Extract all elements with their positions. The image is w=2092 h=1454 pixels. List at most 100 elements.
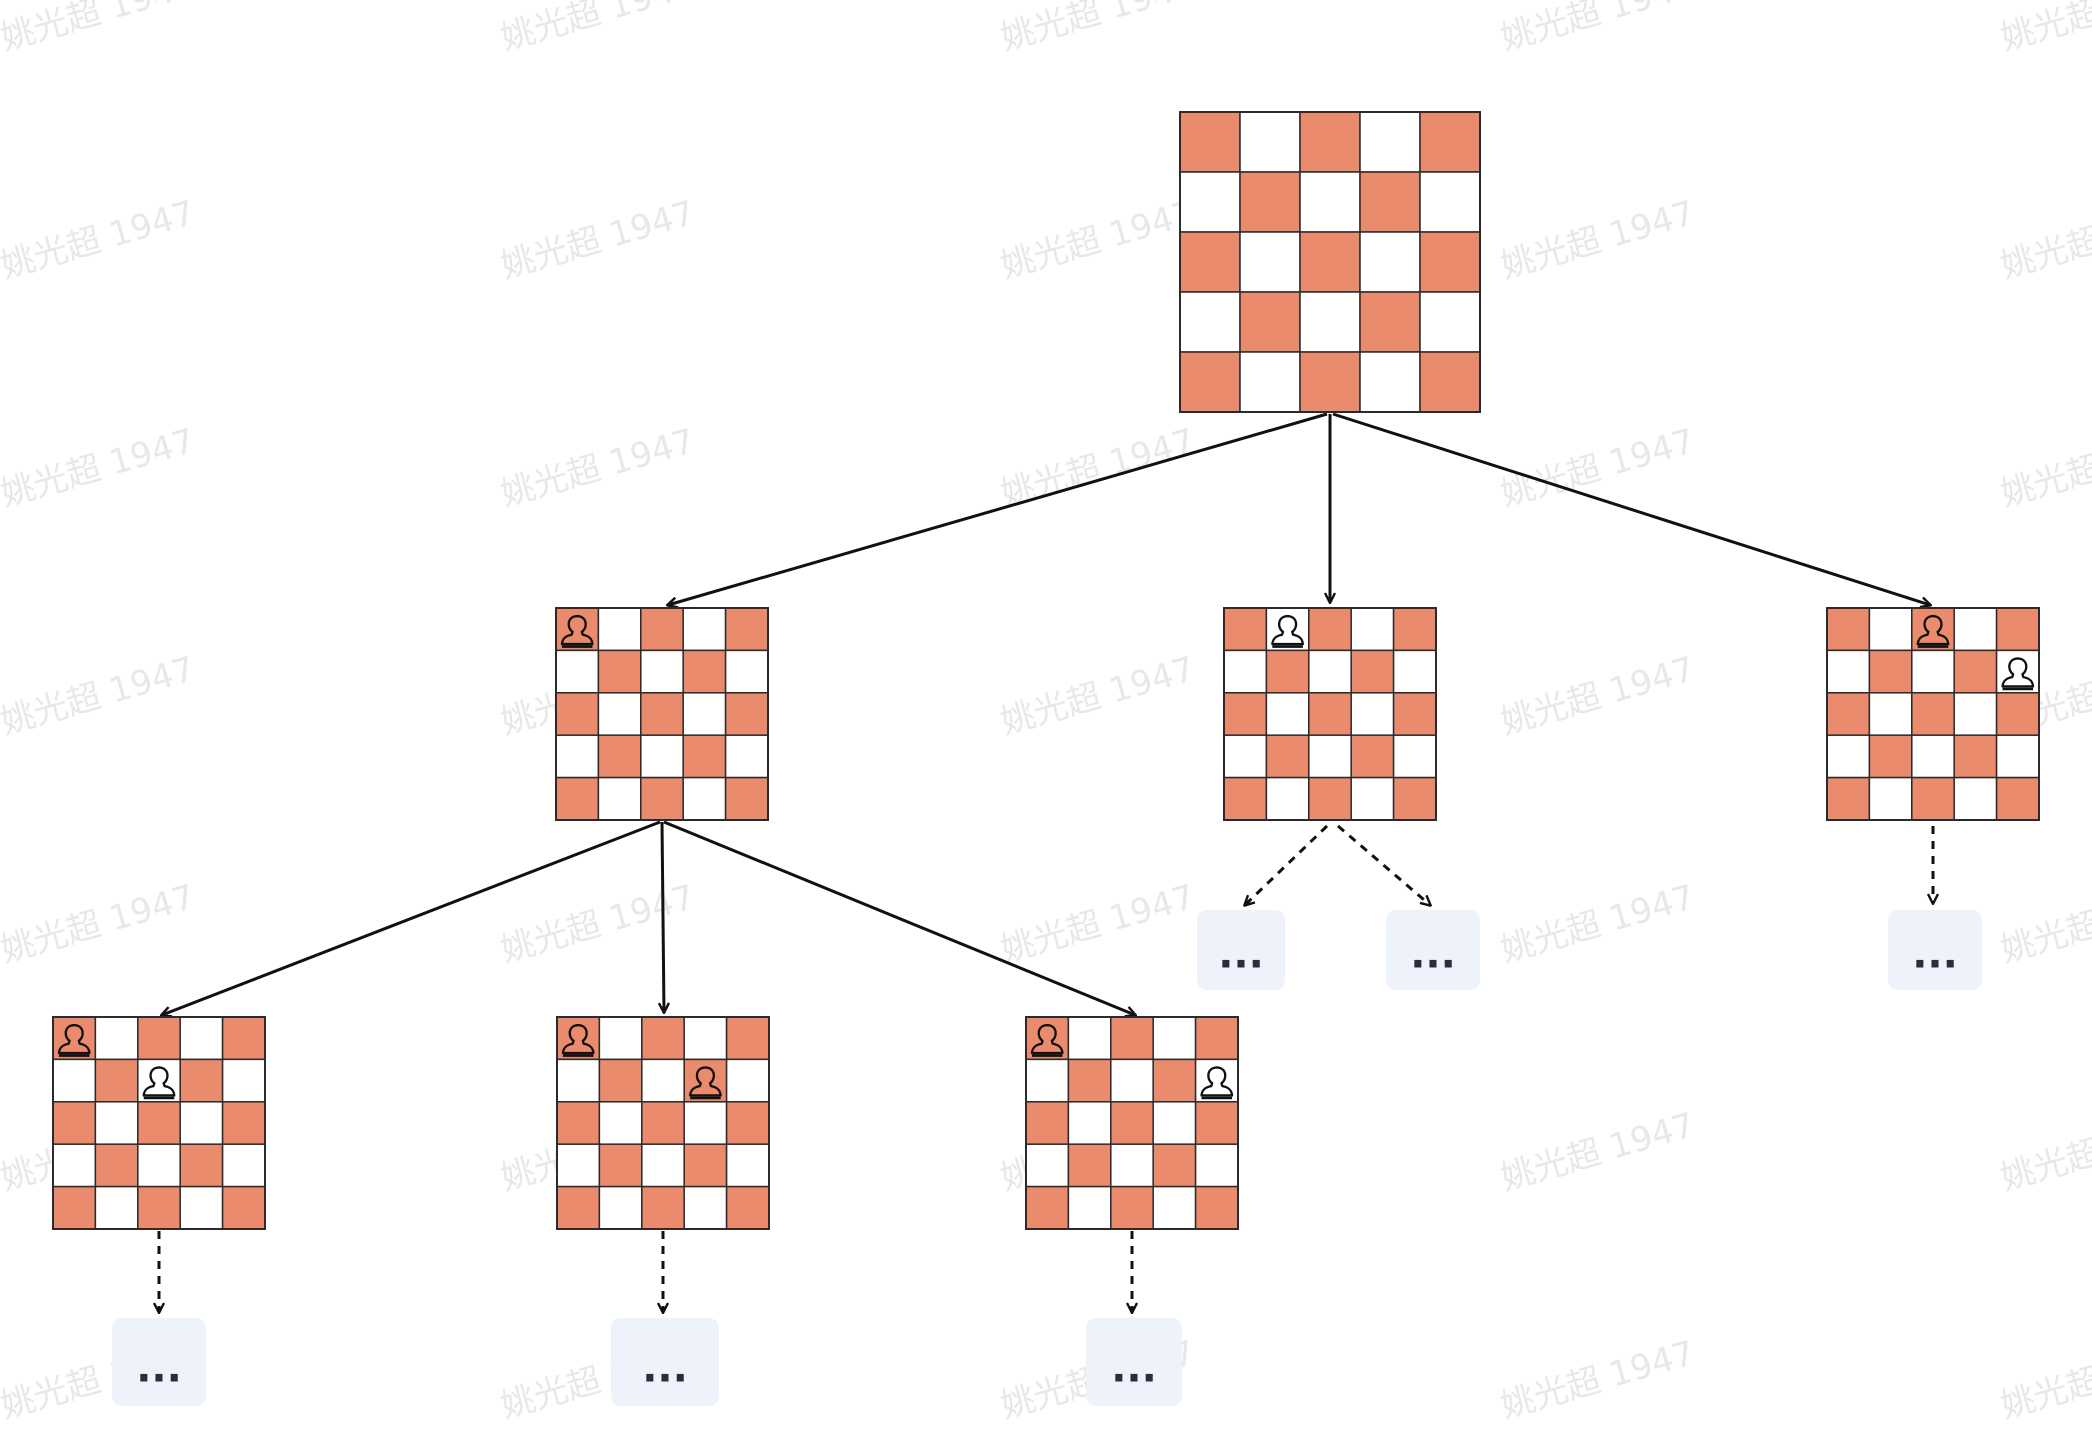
placeholder-ellipsis: ...: [1912, 932, 1958, 978]
board-q-r0c0: [555, 607, 769, 821]
board-square: [724, 649, 769, 694]
watermark-text: 姚光超 1947: [0, 877, 199, 970]
board-square: [1392, 776, 1437, 821]
board-square: [1299, 111, 1361, 173]
board-square: [641, 1016, 685, 1061]
board-square: [1419, 111, 1481, 173]
board-nodes: [52, 111, 2040, 1230]
board-square: [1110, 1143, 1154, 1188]
board-q-r0c0-r1c2: [52, 1016, 266, 1230]
board-square: [1953, 607, 1998, 652]
watermark-text: 姚光超 1947: [1496, 1333, 1699, 1426]
board-square: [1911, 734, 1955, 779]
board-square: [555, 649, 600, 694]
board-square: [641, 1101, 685, 1145]
board-square: [1995, 734, 2040, 779]
watermark-text: 姚光超 1947: [496, 0, 699, 59]
board-square: [682, 734, 727, 779]
board-square: [555, 734, 600, 779]
board-square: [1868, 776, 1913, 821]
board-square: [1350, 649, 1395, 694]
board-square: [94, 1143, 139, 1188]
board-square: [179, 1101, 224, 1145]
watermark-text: 姚光超 1947: [996, 877, 1199, 970]
board-square: [640, 649, 684, 694]
solid-arrow-q-r0c0-to-q-r0c0-r1c3: [662, 821, 664, 1012]
board-square: [1953, 649, 1998, 694]
board-square: [1152, 1016, 1197, 1061]
board-square: [1868, 649, 1913, 694]
board-square: [1110, 1185, 1154, 1230]
queen-icon: [1916, 614, 1950, 648]
board-square: [1392, 607, 1437, 652]
board-square: [597, 607, 642, 652]
board-square: [1179, 231, 1241, 293]
board-square: [597, 649, 642, 694]
board-square: [598, 1101, 643, 1145]
board-square: [1265, 692, 1310, 736]
board-square: [555, 692, 600, 736]
solid-arrow-root-to-q-r0c2-r1c4: [1332, 412, 1930, 605]
queen-icon: [1030, 1023, 1064, 1057]
board-square: [1995, 776, 2040, 821]
placeholder-box: [1888, 910, 1982, 990]
board-outline: [1223, 607, 1437, 821]
board-square: [137, 1016, 181, 1061]
board-outline: [556, 1016, 770, 1230]
queen-icon: [561, 1023, 595, 1057]
board-square: [221, 1185, 266, 1230]
board-square: [1025, 1101, 1070, 1145]
board-square: [556, 1143, 601, 1188]
board-square: [179, 1058, 224, 1103]
board-square: [1826, 776, 1871, 821]
board-square: [1995, 607, 2040, 652]
board-square: [94, 1101, 139, 1145]
board-square: [1194, 1016, 1239, 1061]
board-square: [179, 1185, 224, 1230]
board-square: [1308, 649, 1352, 694]
board-square: [1359, 291, 1421, 353]
watermark-text: 姚光超 1947: [1996, 877, 2092, 970]
board-square: [1194, 1143, 1239, 1188]
board-square: [1359, 351, 1421, 413]
board-square: [640, 776, 684, 821]
watermark-text: 姚光超 1947: [1496, 0, 1699, 59]
board-q-r0c2-r1c4: [1826, 607, 2040, 821]
board-square: [641, 1058, 685, 1103]
board-square: [1067, 1016, 1112, 1061]
board-square: [1826, 607, 1871, 652]
queen-icon: [57, 1023, 91, 1057]
board-square: [1239, 351, 1301, 413]
placeholder-box: [611, 1318, 719, 1406]
board-square: [1179, 171, 1241, 233]
board-square: [1265, 649, 1310, 694]
watermark-text: 姚光超 1947: [0, 0, 199, 59]
watermark-text: 姚光超 1947: [1996, 1105, 2092, 1198]
placeholder-box: [1086, 1318, 1182, 1406]
board-square: [1067, 1185, 1112, 1230]
board-square: [1194, 1101, 1239, 1145]
board-square: [1419, 351, 1481, 413]
board-square: [640, 692, 684, 736]
board-outline: [1826, 607, 2040, 821]
board-square: [724, 776, 769, 821]
board-square: [1239, 171, 1301, 233]
board-q-r0c0-r1c4: [1025, 1016, 1239, 1230]
queen-icon: [1200, 1066, 1234, 1100]
board-square: [1350, 776, 1395, 821]
board-square: [683, 1143, 728, 1188]
board-square: [1911, 692, 1955, 736]
board-square: [1953, 776, 1998, 821]
board-square: [1826, 692, 1871, 736]
board-square: [1308, 607, 1352, 652]
board-square: [556, 1185, 601, 1230]
board-square: [1299, 351, 1361, 413]
board-outline: [1025, 1016, 1239, 1230]
board-square: [1392, 649, 1437, 694]
board-square: [1911, 776, 1955, 821]
board-square: [1223, 776, 1268, 821]
board-square: [598, 1016, 643, 1061]
watermark-text: 姚光超 1947: [1496, 877, 1699, 970]
board-square: [179, 1016, 224, 1061]
board-square: [641, 1143, 685, 1188]
